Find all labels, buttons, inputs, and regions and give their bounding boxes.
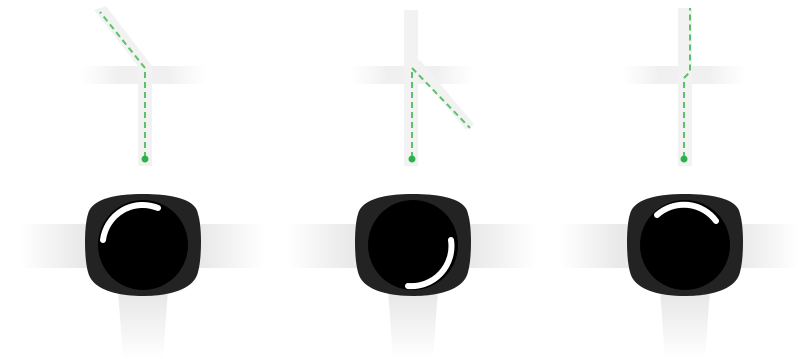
smartwatch-icon [560, 194, 799, 359]
start-point-dot [681, 156, 688, 163]
watch-strap-vertical [660, 290, 710, 359]
watch-strap-vertical [388, 290, 438, 359]
panel-turn-right [288, 10, 536, 359]
smartwatch-icon [288, 194, 536, 359]
route-map-icon [350, 10, 474, 166]
diagonal-street [94, 6, 152, 66]
start-point-dot [409, 156, 416, 163]
smartwatch-icon [20, 194, 264, 359]
start-point-dot [142, 156, 149, 163]
watch-strap-vertical [118, 290, 168, 359]
route-map-icon [80, 6, 206, 166]
panel-straight [560, 8, 799, 359]
route-map-icon [622, 8, 746, 166]
watch-face [98, 200, 188, 290]
panel-turn-left [20, 6, 264, 359]
watch-face [368, 200, 458, 290]
watch-face [640, 200, 730, 290]
